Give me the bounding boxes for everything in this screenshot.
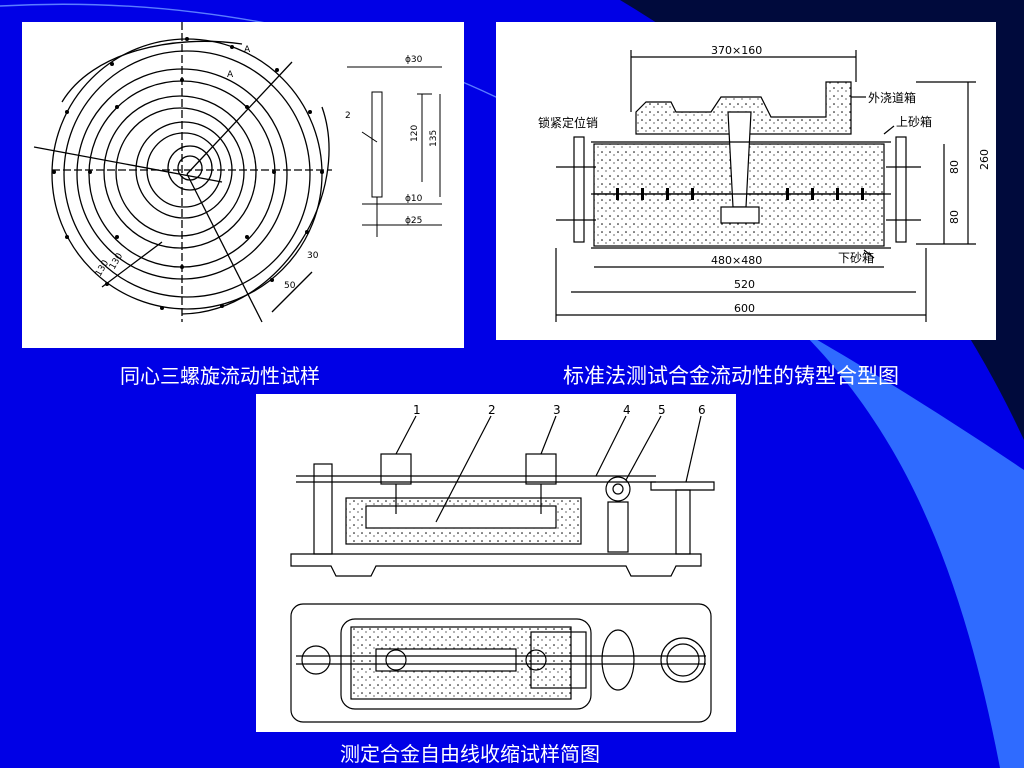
label-h135: 135 — [429, 130, 439, 147]
label-lower-flask: 下砂箱 — [838, 250, 874, 265]
label-outer-runner-box: 外浇道箱 — [868, 90, 916, 105]
label-locking-pin: 锁紧定位销 — [538, 115, 598, 130]
label-d10: ϕ10 — [405, 194, 423, 204]
shrink-figure-caption: 测定合金自由线收缩试样简图 — [340, 742, 600, 766]
shrink-part-6: 6 — [698, 403, 706, 417]
shrink-part-4: 4 — [623, 403, 631, 417]
label-d25: ϕ25 — [405, 216, 422, 226]
light-swoosh — [800, 330, 1024, 768]
spiral-figure-caption: 同心三螺旋流动性试样 — [120, 364, 320, 388]
label-upper-flask: 上砂箱 — [896, 114, 932, 129]
label-dim-600: 600 — [734, 302, 755, 315]
mold-diagram: 370×160 外浇道箱 上砂箱 锁紧定位销 下砂箱 480×480 520 6… — [538, 44, 991, 322]
shrink-part-3: 3 — [553, 403, 561, 417]
mold-figure-caption: 标准法测试合金流动性的铸型合型图 — [563, 364, 899, 388]
label-mark-a2: A — [227, 70, 234, 80]
label-dim-80a: 80 — [948, 160, 961, 174]
label-d30: ϕ30 — [405, 55, 423, 65]
label-mark-a1: A — [244, 45, 251, 55]
label-dim-520: 520 — [734, 278, 755, 291]
shrink-part-5: 5 — [658, 403, 666, 417]
label-a50: 50 — [284, 281, 296, 291]
shrink-part-2: 2 — [488, 403, 496, 417]
label-b30: 30 — [307, 251, 319, 261]
mold-figure-panel: 370×160 外浇道箱 上砂箱 锁紧定位销 下砂箱 480×480 520 6… — [496, 22, 996, 340]
spiral-diagram: ϕ30 2 120 135 ϕ10 ϕ25 50 30 130 130 A A — [33, 22, 442, 323]
label-h120: 120 — [410, 125, 420, 142]
shrinkage-diagram: 1 2 3 4 5 6 — [290, 403, 715, 723]
label-part2: 2 — [345, 111, 351, 121]
shrink-figure-panel: 1 2 3 4 5 6 — [256, 394, 736, 732]
label-dim-480: 480×480 — [711, 254, 762, 267]
shrink-part-1: 1 — [413, 403, 421, 417]
spiral-figure-panel: ϕ30 2 120 135 ϕ10 ϕ25 50 30 130 130 A A — [22, 22, 464, 348]
label-dim-260: 260 — [978, 149, 991, 170]
label-dim-80b: 80 — [948, 210, 961, 224]
label-top-dim: 370×160 — [711, 44, 762, 57]
